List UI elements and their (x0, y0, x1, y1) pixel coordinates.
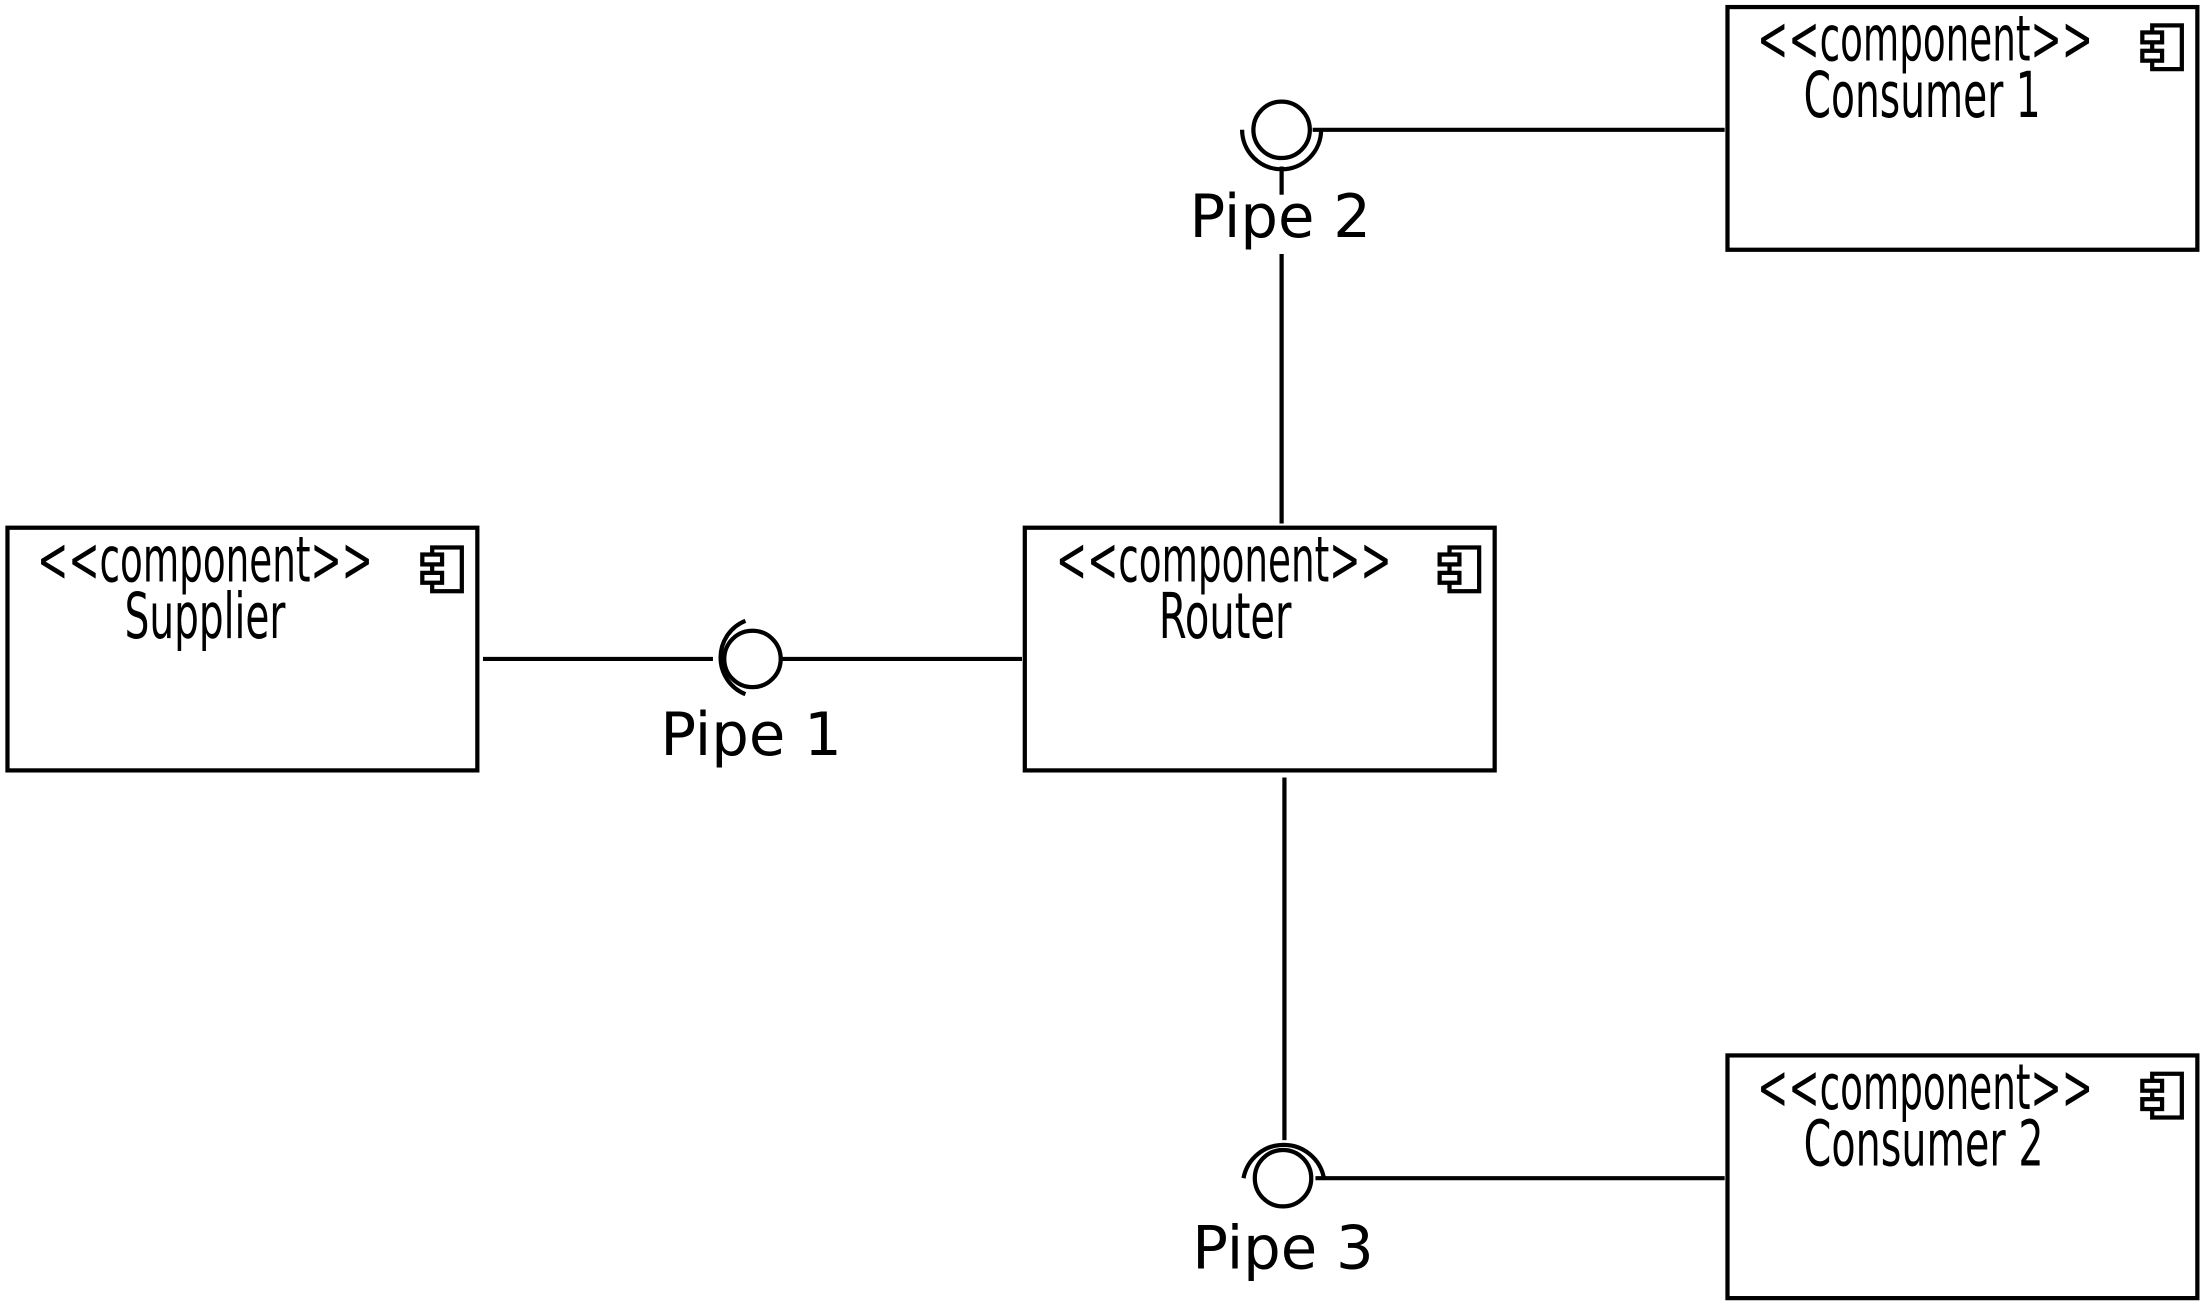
supplier-stereotype: <<component>> (37, 522, 373, 596)
router-component[interactable]: <<component>> Router (1022, 522, 1497, 773)
pipe1-label: Pipe 1 (660, 700, 841, 769)
consumer1-name: Consumer 1 (1804, 58, 2041, 132)
router-stereotype: <<component>> (1056, 522, 1392, 596)
pipe3-label: Pipe 3 (1192, 1213, 1373, 1282)
supplier-name: Supplier (125, 579, 286, 653)
pipe3-ball (1252, 1147, 1314, 1209)
pipe3-socket (1241, 1142, 1327, 1179)
consumer2-component[interactable]: <<component>> Consumer 2 (1725, 1050, 2200, 1301)
consumer2-stereotype: <<component>> (1757, 1050, 2093, 1124)
consumer1-component[interactable]: <<component>> Consumer 1 (1725, 2, 2200, 252)
component-icon (420, 545, 464, 594)
pipe2-socket (1239, 129, 1324, 172)
pipe2-interface[interactable]: Pipe 2 (1189, 99, 1371, 251)
pipe2-label: Pipe 2 (1189, 182, 1370, 251)
pipe1-ball (722, 628, 783, 690)
consumer1-stereotype: <<component>> (1757, 2, 2093, 76)
pipe1-interface[interactable]: Pipe 1 (660, 618, 842, 769)
component-icon (2140, 23, 2184, 72)
consumer2-box (1725, 1053, 2200, 1301)
consumer2-name: Consumer 2 (1804, 1106, 2044, 1180)
pipe2-ball (1251, 99, 1312, 161)
router-box (1022, 525, 1497, 773)
router-name: Router (1159, 579, 1292, 653)
component-icon (2140, 1071, 2184, 1120)
consumer1-box (1725, 4, 2200, 252)
supplier-component[interactable]: <<component>> Supplier (5, 522, 480, 773)
supplier-box (5, 525, 480, 773)
pipe1-socket (718, 618, 747, 697)
pipe3-interface[interactable]: Pipe 3 (1192, 1142, 1374, 1283)
component-icon (1437, 545, 1482, 594)
